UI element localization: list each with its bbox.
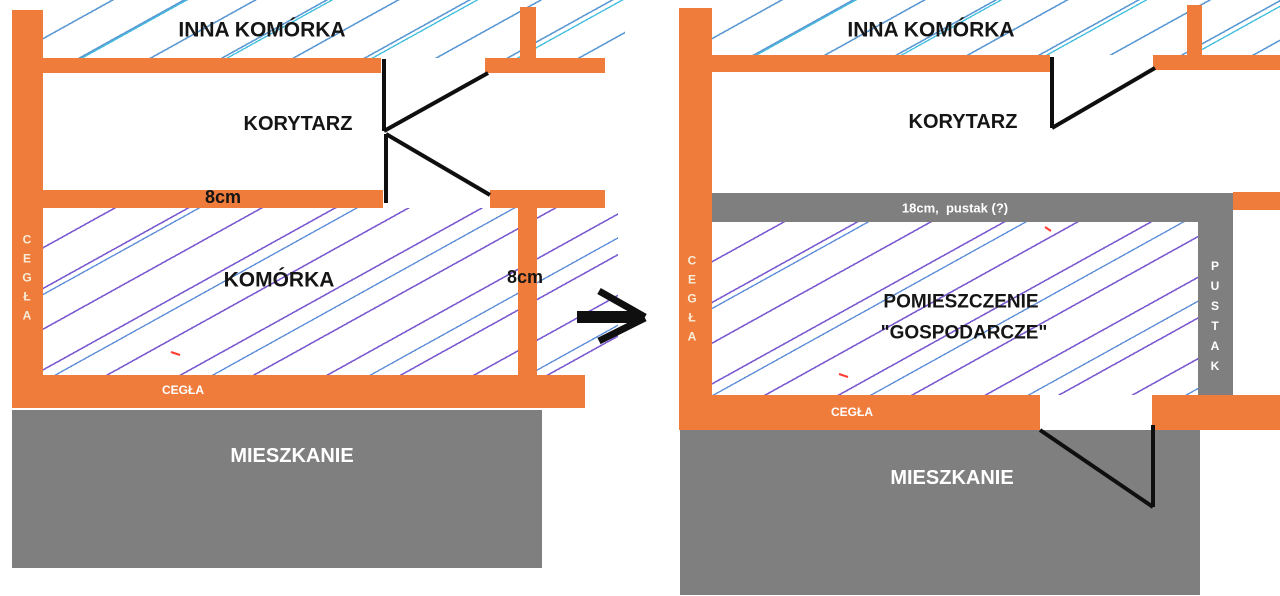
- right-utility-room-hatch: [712, 222, 1198, 395]
- left-top-wall-stub: [520, 7, 536, 60]
- right-top-wall-right-segment: [1153, 55, 1280, 70]
- left-right-wall-thickness-label: 8cm: [506, 267, 544, 287]
- right-right-wall-material-label: PUSTAK: [1208, 259, 1222, 379]
- right-bottom-wall-material-label: CEGŁA: [831, 405, 873, 419]
- right-apartment-area: [680, 430, 1200, 595]
- right-bottom-wall-right-segment: [1152, 395, 1280, 430]
- left-corridor-door-swing-icon: [382, 59, 492, 203]
- right-apartment-label: MIESZKANIE: [890, 467, 1014, 489]
- right-left-wall-material-label: CEGŁA: [685, 253, 699, 349]
- right-bottom-wall: [679, 395, 1040, 430]
- left-apartment-area: [12, 410, 542, 568]
- left-left-wall: [12, 10, 43, 408]
- right-left-wall: [679, 8, 712, 430]
- right-top-wall: [712, 55, 1050, 72]
- right-utility-room-label-line1: POMIESZCZENIE: [883, 291, 1039, 313]
- right-other-storage-hatch: [712, 0, 1280, 55]
- left-wall-thickness-label: 8cm: [204, 187, 242, 207]
- left-corridor-label: KORYTARZ: [243, 113, 353, 135]
- left-apartment-label: MIESZKANIE: [230, 445, 354, 467]
- left-top-wall: [43, 58, 381, 73]
- left-room-right-wall: [518, 205, 537, 377]
- left-corridor-wall-right-segment: [490, 190, 605, 208]
- left-storage-room-label: KOMÓRKA: [223, 268, 335, 292]
- right-hollow-block-wall: [712, 193, 1233, 222]
- right-hollow-block-column: [1198, 222, 1233, 395]
- right-other-storage-label: INNA KOMÓRKA: [847, 18, 1015, 42]
- left-left-wall-material-label: CEGŁA: [20, 232, 34, 328]
- right-top-wall-label: 18cm, pustak (?): [901, 200, 1009, 216]
- left-corridor-wall: [43, 190, 383, 208]
- left-bottom-wall-material-label: CEGŁA: [162, 383, 204, 397]
- right-mid-wall-orange-segment: [1233, 192, 1280, 210]
- right-utility-room-label-line2: "GOSPODARCZE": [880, 322, 1048, 344]
- left-other-storage-label: INNA KOMÓRKA: [178, 18, 346, 42]
- left-top-wall-right-segment: [485, 58, 605, 73]
- right-corridor-label: KORYTARZ: [908, 111, 1018, 133]
- right-top-wall-stub: [1187, 5, 1202, 57]
- right-corridor-door-swing-icon: [1050, 57, 1157, 130]
- left-bottom-wall: [12, 375, 585, 408]
